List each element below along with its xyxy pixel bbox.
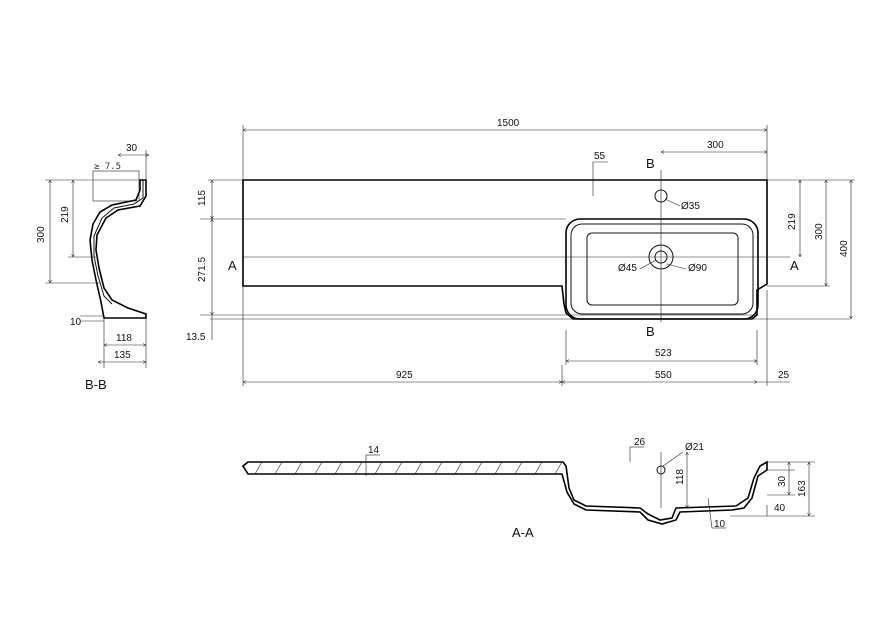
dim-271: 271.5 bbox=[197, 257, 208, 282]
aa-slab bbox=[241, 460, 768, 525]
aa-dim-118: 118 bbox=[675, 469, 686, 485]
bb-dim-10: 10 bbox=[70, 317, 82, 328]
bb-dim-30: 30 bbox=[126, 143, 138, 154]
aa-title: A-A bbox=[512, 525, 534, 540]
section-marker-a-right: A bbox=[790, 258, 799, 273]
aa-hatch bbox=[254, 461, 563, 475]
bowl-mid bbox=[570, 223, 754, 315]
section-marker-b-top: B bbox=[646, 156, 655, 171]
bb-slope: ≥ 7.5 bbox=[94, 162, 121, 172]
aa-dim-10: 10 bbox=[714, 519, 726, 530]
dim-d90: Ø90 bbox=[688, 263, 707, 274]
dim-55: 55 bbox=[594, 151, 606, 162]
dim-400: 400 bbox=[839, 240, 850, 257]
section-marker-b-bottom: B bbox=[646, 324, 655, 339]
bb-dim-135: 135 bbox=[114, 350, 131, 361]
dim-d35: Ø35 bbox=[681, 201, 700, 212]
bb-dim-300: 300 bbox=[36, 226, 47, 243]
dim-300-right: 300 bbox=[814, 223, 825, 240]
aa-dim-40: 40 bbox=[774, 503, 786, 514]
top-view: 1500 300 55 Ø35 Ø45 Ø90 A A B B 115 271.… bbox=[186, 118, 855, 386]
dim-115: 115 bbox=[197, 190, 208, 206]
dim-25: 25 bbox=[778, 370, 790, 381]
aa-dim-163: 163 bbox=[797, 480, 808, 497]
bowl-inner bbox=[586, 232, 739, 306]
section-bb: ≥ 7.5 30 300 219 10 118 135 B-B bbox=[36, 143, 149, 392]
dim-d45: Ø45 bbox=[618, 263, 637, 274]
dim-550: 550 bbox=[655, 370, 672, 381]
dim-523: 523 bbox=[655, 348, 672, 359]
aa-dim-30: 30 bbox=[777, 475, 788, 487]
dim-300-top: 300 bbox=[707, 140, 724, 151]
section-marker-a-left: A bbox=[228, 258, 237, 273]
aa-dim-d21: Ø21 bbox=[685, 442, 704, 453]
section-aa: 14 26 Ø21 118 10 30 163 40 A-A bbox=[241, 437, 815, 540]
bb-title: B-B bbox=[85, 377, 107, 392]
aa-dim-26: 26 bbox=[634, 437, 646, 448]
dim-925: 925 bbox=[396, 370, 413, 381]
aa-dim-14: 14 bbox=[368, 445, 380, 456]
bb-dim-219: 219 bbox=[60, 206, 71, 223]
bb-profile bbox=[89, 179, 147, 319]
dim-219-right: 219 bbox=[787, 213, 798, 230]
bb-dim-118: 118 bbox=[116, 333, 132, 344]
dim-1500: 1500 bbox=[497, 118, 520, 129]
dim-13-5: 13.5 bbox=[186, 332, 206, 343]
